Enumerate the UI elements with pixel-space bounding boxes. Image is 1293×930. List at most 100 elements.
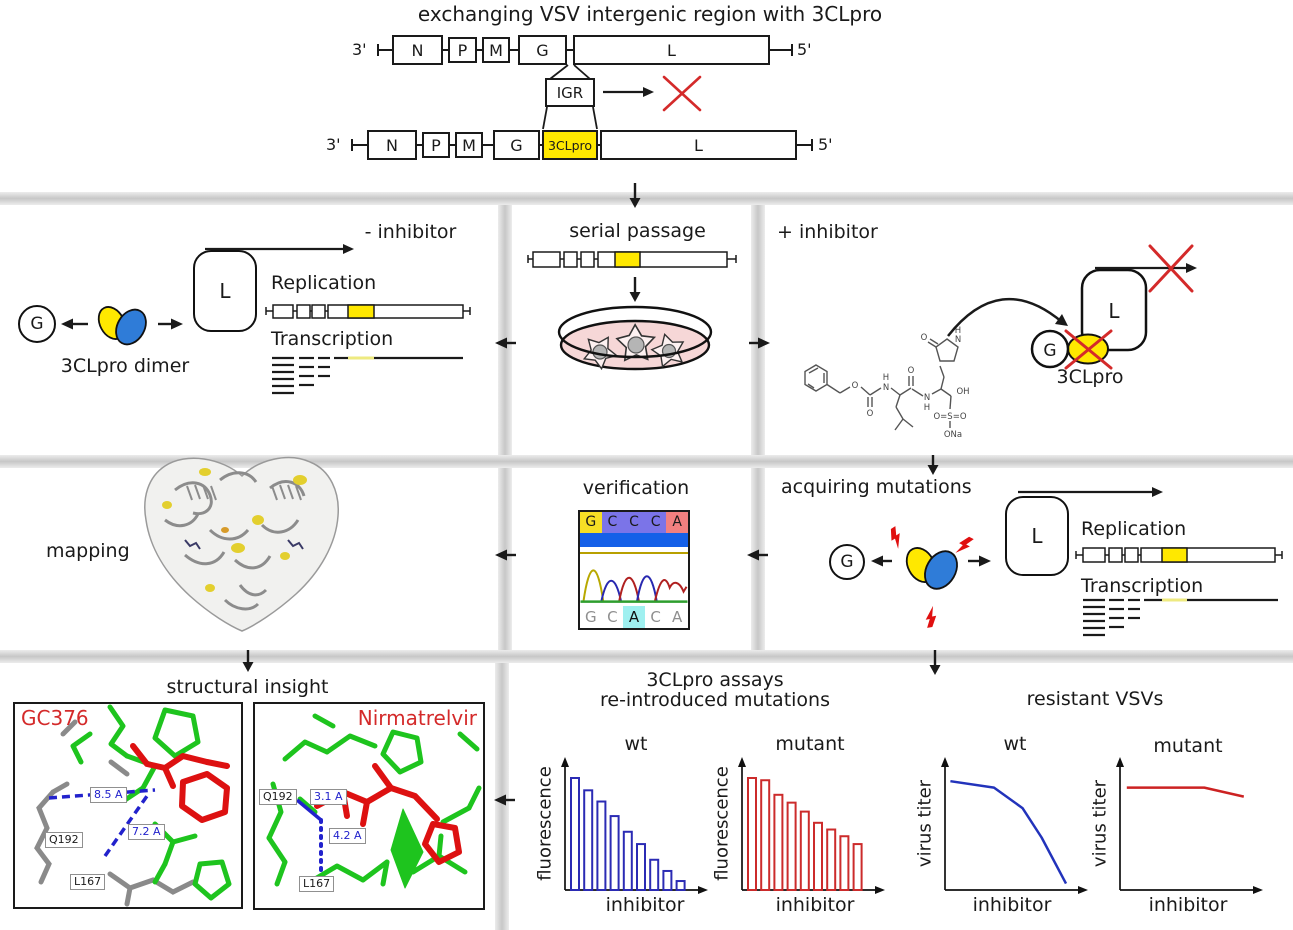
mutating-dimer-right-arrow bbox=[968, 555, 991, 567]
divider-band bbox=[498, 205, 512, 455]
genome-rec-3prime: 3' bbox=[326, 135, 341, 154]
gene-box-l: L bbox=[600, 130, 797, 160]
petri-dish-icon bbox=[557, 305, 713, 371]
divider-band bbox=[0, 192, 1293, 205]
inhibitor-binding-arrow bbox=[947, 297, 1068, 337]
inhibitor-structure: O O N H O N H O N H OH O=S=O ONa bbox=[804, 326, 970, 440]
blocked-polymerase-group: L G bbox=[1030, 244, 1197, 370]
mutating-protease-dimer-icon bbox=[905, 547, 958, 590]
mapping-label: mapping bbox=[46, 540, 130, 562]
divider-band bbox=[751, 205, 765, 455]
chem-atom: O=S=O bbox=[933, 412, 966, 422]
g-protein-circle: G bbox=[18, 305, 56, 343]
base-cell: A bbox=[666, 512, 688, 533]
divider-band bbox=[0, 455, 1293, 468]
base-cell: C bbox=[601, 512, 624, 533]
gene-box-n: N bbox=[367, 130, 417, 160]
assay-wt-title: wt bbox=[624, 733, 648, 755]
gene-box-n: N bbox=[392, 35, 443, 65]
gene-box-m: M bbox=[455, 132, 483, 158]
mutation-bolt-icon bbox=[890, 526, 974, 628]
base-cell: C bbox=[623, 512, 645, 533]
mutation-site-highlights bbox=[162, 468, 307, 592]
titer-wt-xlabel: inhibitor bbox=[972, 894, 1052, 916]
chem-atom: H bbox=[924, 403, 930, 413]
titer-mutant-ylabel: virus titer bbox=[1089, 779, 1111, 868]
nirmatrelvir-name: Nirmatrelvir bbox=[357, 706, 477, 730]
chem-atom: O bbox=[852, 381, 859, 391]
chem-atom: H bbox=[883, 373, 889, 383]
assay-mutant-chart bbox=[738, 757, 885, 894]
chem-atom: O bbox=[867, 409, 874, 419]
figure-title: exchanging VSV intergenic region with 3C… bbox=[417, 2, 883, 26]
distance-tag: 7.2 A bbox=[128, 824, 165, 840]
mutated-base-cell: A bbox=[623, 606, 645, 628]
gene-box-g: G bbox=[493, 130, 540, 160]
distance-tag: 8.5 A bbox=[90, 787, 127, 803]
gene-box-l: L bbox=[573, 35, 770, 65]
genome-rec-5prime: 5' bbox=[818, 135, 833, 154]
assay-wt-ylabel: fluorescence bbox=[534, 766, 556, 881]
assay-mutant-xlabel: inhibitor bbox=[775, 894, 855, 916]
bound-ligand-icon bbox=[184, 539, 304, 550]
acquiring-mutations-title: acquiring mutations bbox=[781, 476, 972, 498]
trace-peaks bbox=[580, 569, 688, 603]
chem-atom: O bbox=[908, 366, 915, 376]
dimer-left-arrow bbox=[61, 318, 88, 330]
arrow-genome-to-dish bbox=[629, 277, 641, 302]
sequencing-chromatogram: G C C C A G C A C A bbox=[578, 510, 690, 630]
igr-removed-arrow bbox=[603, 87, 654, 97]
base-cell: C bbox=[650, 608, 661, 627]
assay-wt-xlabel: inhibitor bbox=[605, 894, 685, 916]
titer-wt-title: wt bbox=[1003, 733, 1027, 755]
assay-mutant-ylabel: fluorescence bbox=[711, 766, 733, 881]
nirmatrelvir-structure-panel: Nirmatrelvir Q192 3.1 A 4.2 A L167 bbox=[253, 702, 485, 910]
igr-box: IGR bbox=[545, 78, 595, 107]
titer-wt-ylabel: virus titer bbox=[914, 779, 936, 868]
replication-label: Replication bbox=[271, 272, 377, 294]
titer-mutant-title: mutant bbox=[1153, 735, 1223, 757]
passage-genome-bar bbox=[527, 251, 737, 268]
g-protein-circle bbox=[1030, 329, 1070, 369]
residue-tag: L167 bbox=[299, 876, 335, 892]
chem-atom: OH bbox=[956, 387, 969, 397]
gene-box-p: P bbox=[448, 37, 477, 63]
assay-wt-chart bbox=[561, 757, 708, 894]
base-cell: A bbox=[672, 608, 683, 627]
residue-tag: Q192 bbox=[45, 832, 83, 848]
base-cell: G bbox=[584, 608, 597, 627]
divider-band bbox=[498, 468, 512, 650]
gc376-structure-panel: GC376 8.5 A 7.2 A Q192 L167 bbox=[13, 702, 243, 909]
genome-wt-3prime: 3' bbox=[352, 40, 367, 59]
base-cell: G bbox=[580, 512, 602, 533]
l-protein-box: L bbox=[1005, 496, 1069, 576]
divider-band bbox=[0, 650, 1293, 663]
g-protein-label: G bbox=[1043, 341, 1056, 361]
serial-passage-title: serial passage bbox=[569, 220, 706, 242]
gene-box-3clpro: 3CLpro bbox=[542, 130, 598, 160]
igr-removed-x-icon bbox=[662, 75, 702, 112]
base-cell: C bbox=[607, 608, 618, 627]
dimer-right-arrow bbox=[158, 318, 183, 330]
gc376-name: GC376 bbox=[21, 706, 89, 730]
dimer-label: 3CLpro dimer bbox=[60, 355, 190, 377]
resistant-vsvs-title: resistant VSVs bbox=[1026, 688, 1164, 710]
inhibited-protease-label: 3CLpro bbox=[1056, 366, 1124, 388]
structural-insight-title: structural insight bbox=[166, 676, 329, 698]
chem-atom: N bbox=[924, 393, 930, 403]
replication-label: Replication bbox=[1081, 518, 1187, 540]
titer-mutant-chart bbox=[1116, 757, 1263, 894]
acquiring-mrna-icon bbox=[1083, 598, 1278, 637]
chem-atom: ONa bbox=[944, 430, 962, 440]
divider-band bbox=[751, 468, 765, 650]
distance-tag: 4.2 A bbox=[329, 828, 366, 844]
chem-atom: N bbox=[955, 335, 961, 345]
gene-box-p: P bbox=[422, 132, 450, 158]
residue-tag: L167 bbox=[70, 874, 106, 890]
chem-atom: H bbox=[955, 326, 961, 336]
nirmatrelvir-sticks bbox=[266, 713, 482, 889]
titer-mutant-xlabel: inhibitor bbox=[1148, 894, 1228, 916]
replication-genome-bar bbox=[265, 304, 471, 319]
gene-box-m: M bbox=[482, 37, 510, 63]
